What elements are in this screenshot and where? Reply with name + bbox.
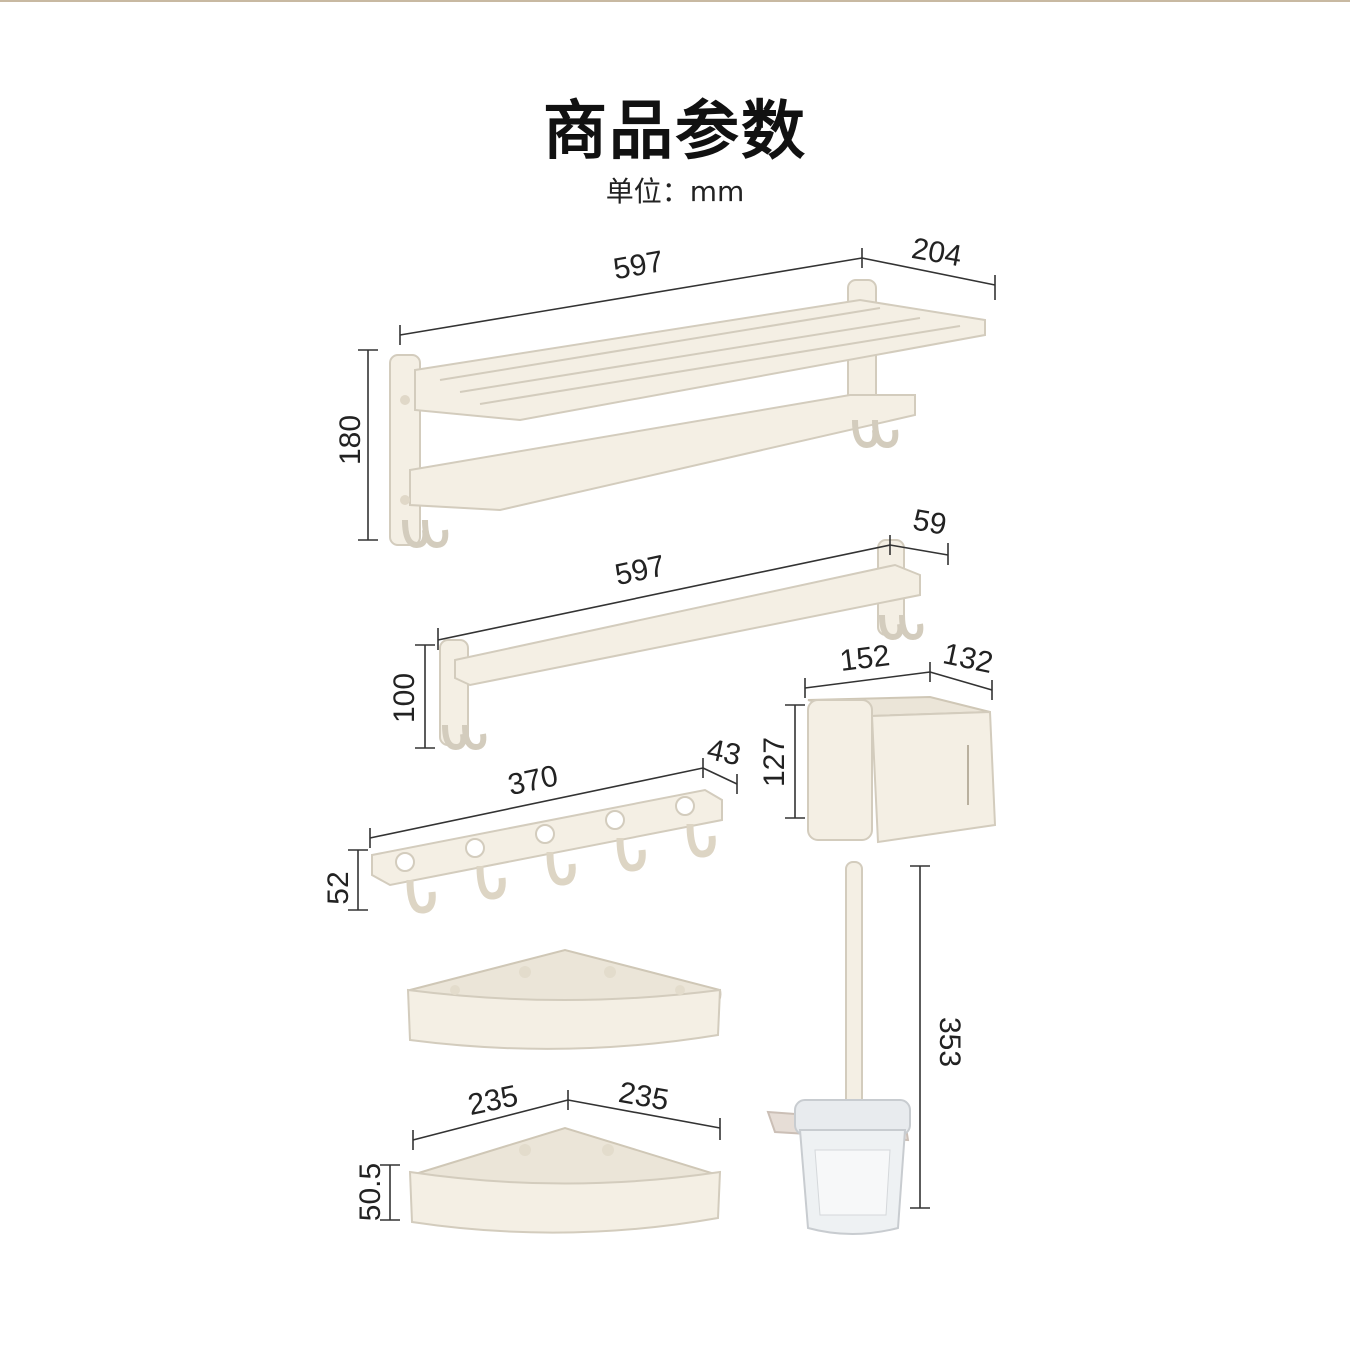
bar-dimension-lines — [415, 535, 949, 749]
toilet-brush-image — [766, 861, 911, 1235]
corner-shelf-bottom-image — [408, 1126, 722, 1234]
corner-shelf-top-image — [406, 948, 722, 1050]
bar-width-label: 597 — [612, 549, 668, 592]
top-accent-bar — [0, 0, 1350, 2]
box-dimension-lines — [785, 662, 993, 819]
hook-dimension-lines — [348, 758, 738, 911]
corner-side-a-label: 235 — [465, 1079, 521, 1122]
rack-height-label: 180 — [334, 415, 367, 465]
box-height-label: 127 — [758, 737, 791, 787]
towel-rack-image — [389, 279, 986, 549]
box-width-label: 152 — [838, 639, 892, 678]
page-title: 商品参数 — [543, 95, 807, 169]
tissue-box-image — [807, 695, 997, 844]
brush-height-label: 353 — [933, 1017, 966, 1067]
box-depth-label: 132 — [940, 637, 996, 680]
towel-bar-image — [439, 539, 924, 751]
hook-depth-label: 43 — [704, 733, 744, 772]
corner-dimension-lines — [380, 1090, 721, 1221]
hook-height-label: 52 — [322, 871, 355, 904]
rack-width-label: 597 — [611, 245, 666, 286]
corner-height-label: 50.5 — [354, 1163, 387, 1221]
brush-dimension-lines — [910, 865, 930, 1209]
rack-dimension-lines — [358, 248, 996, 541]
rack-depth-label: 204 — [909, 232, 964, 273]
bar-depth-label: 59 — [910, 503, 949, 541]
bar-height-label: 100 — [388, 673, 421, 723]
hook-width-label: 370 — [505, 759, 561, 802]
hook-row-image — [371, 788, 723, 914]
unit-label: 单位：mm — [605, 175, 745, 208]
